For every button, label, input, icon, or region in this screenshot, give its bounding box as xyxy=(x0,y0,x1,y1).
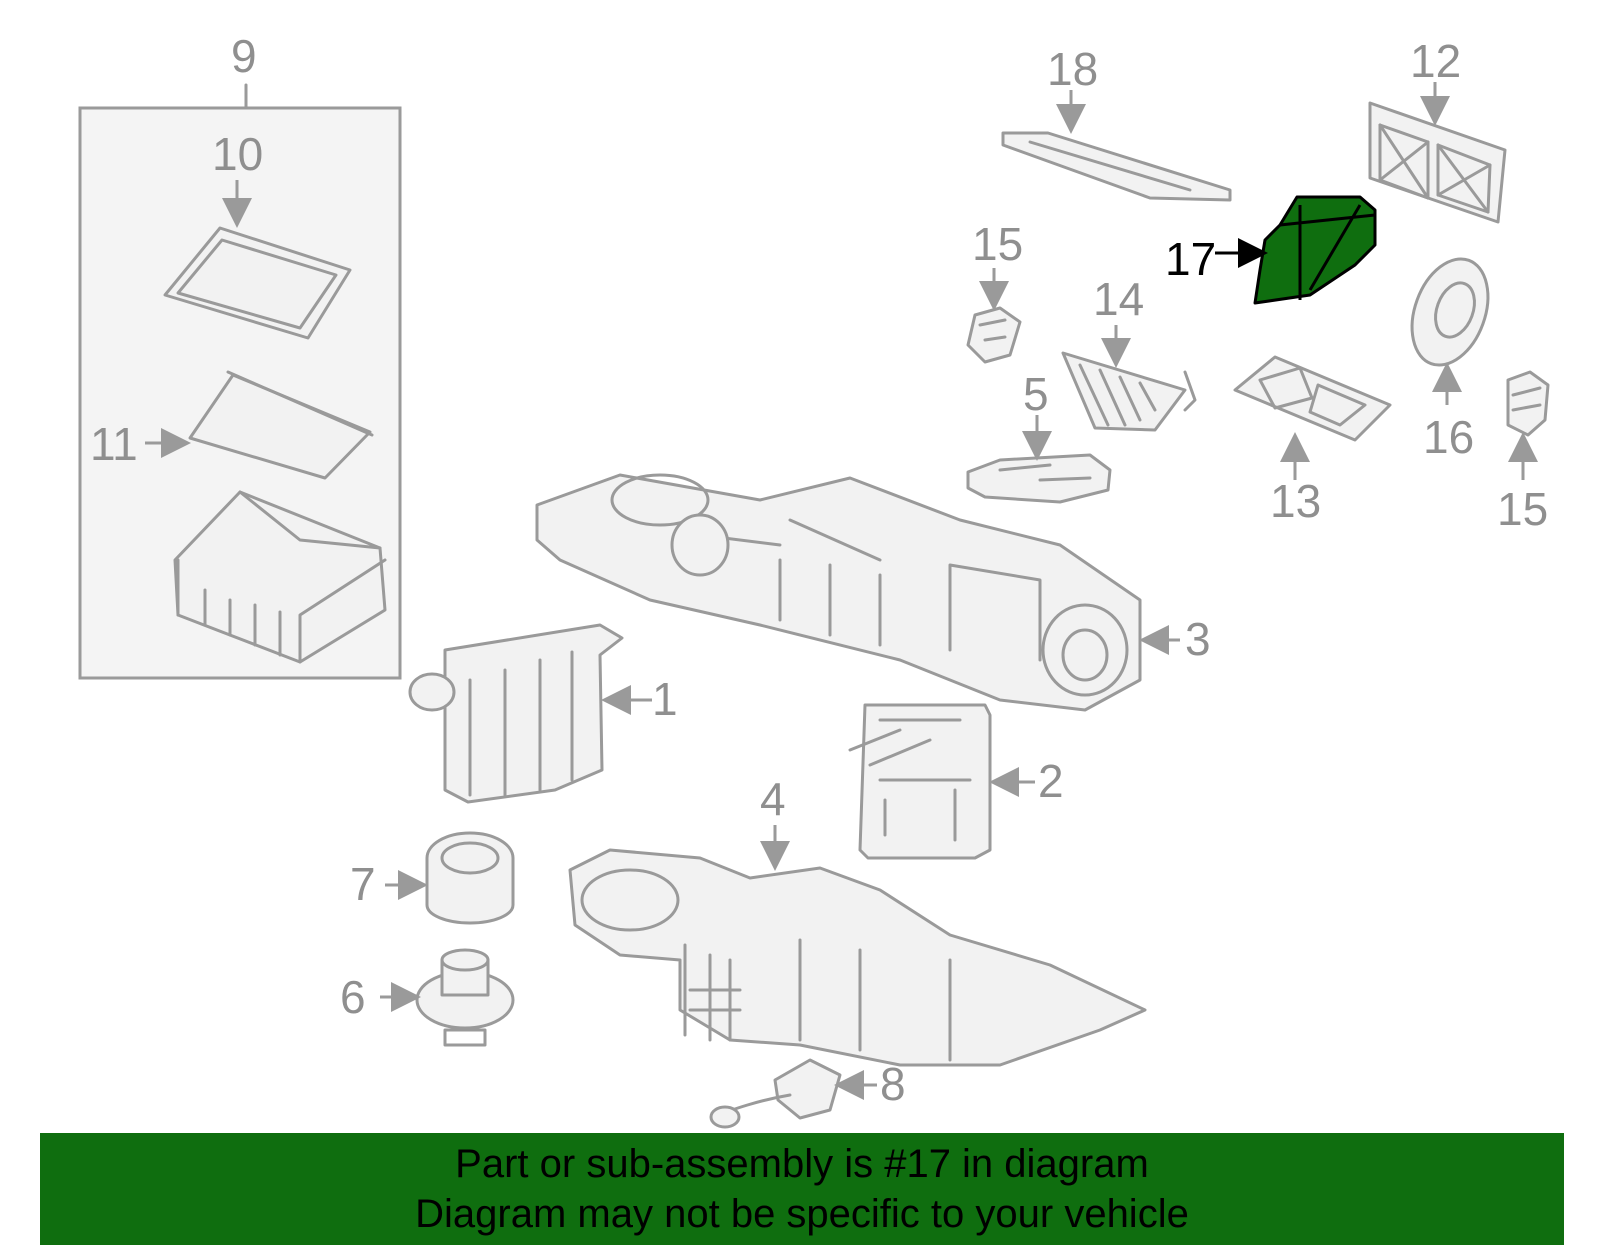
label-4: 4 xyxy=(760,773,786,825)
part-18-filter[interactable] xyxy=(1001,131,1232,202)
label-15-right: 15 xyxy=(1497,483,1548,535)
part-12-door[interactable] xyxy=(1368,101,1507,224)
label-7: 7 xyxy=(350,858,376,910)
label-5: 5 xyxy=(1023,368,1049,420)
part-9-filter-housing[interactable] xyxy=(173,490,387,664)
part-14-door[interactable] xyxy=(1061,351,1197,432)
banner-line-2: Diagram may not be specific to your vehi… xyxy=(415,1192,1189,1236)
label-8: 8 xyxy=(880,1058,906,1110)
info-banner: Part or sub-assembly is #17 in diagram D… xyxy=(40,1133,1564,1245)
label-9: 9 xyxy=(231,30,257,82)
part-11-filter-element[interactable] xyxy=(188,370,374,480)
label-1: 1 xyxy=(652,673,678,725)
label-16: 16 xyxy=(1423,411,1474,463)
part-1-evaporator[interactable] xyxy=(408,623,624,804)
part-15-actuator-top[interactable] xyxy=(966,306,1022,364)
label-14: 14 xyxy=(1093,273,1144,325)
label-10: 10 xyxy=(212,128,263,180)
part-5-bracket[interactable] xyxy=(966,453,1112,504)
part-17-highlighted[interactable] xyxy=(1253,195,1377,305)
part-13-door[interactable] xyxy=(1233,355,1392,442)
part-10-filter[interactable] xyxy=(163,226,352,340)
label-3: 3 xyxy=(1185,613,1211,665)
banner-line-1: Part or sub-assembly is #17 in diagram xyxy=(455,1142,1149,1186)
label-18: 18 xyxy=(1047,43,1098,95)
label-12: 12 xyxy=(1410,35,1461,87)
part-15-actuator-right[interactable] xyxy=(1506,370,1550,437)
part-6-blower-motor[interactable] xyxy=(415,948,515,1047)
part-8-resistor[interactable] xyxy=(709,1058,842,1129)
label-11: 11 xyxy=(90,418,138,470)
part-3-case[interactable] xyxy=(535,473,1142,712)
part-7-blower-wheel[interactable] xyxy=(425,831,515,925)
part-2-heater-core[interactable] xyxy=(848,703,992,860)
label-15-top: 15 xyxy=(972,218,1023,270)
label-2: 2 xyxy=(1038,755,1064,807)
label-17: 17 xyxy=(1165,233,1216,285)
part-4-lower-case[interactable] xyxy=(568,848,1147,1067)
label-6: 6 xyxy=(340,971,366,1023)
part-16-seal[interactable] xyxy=(1398,248,1501,375)
label-13: 13 xyxy=(1270,475,1321,527)
